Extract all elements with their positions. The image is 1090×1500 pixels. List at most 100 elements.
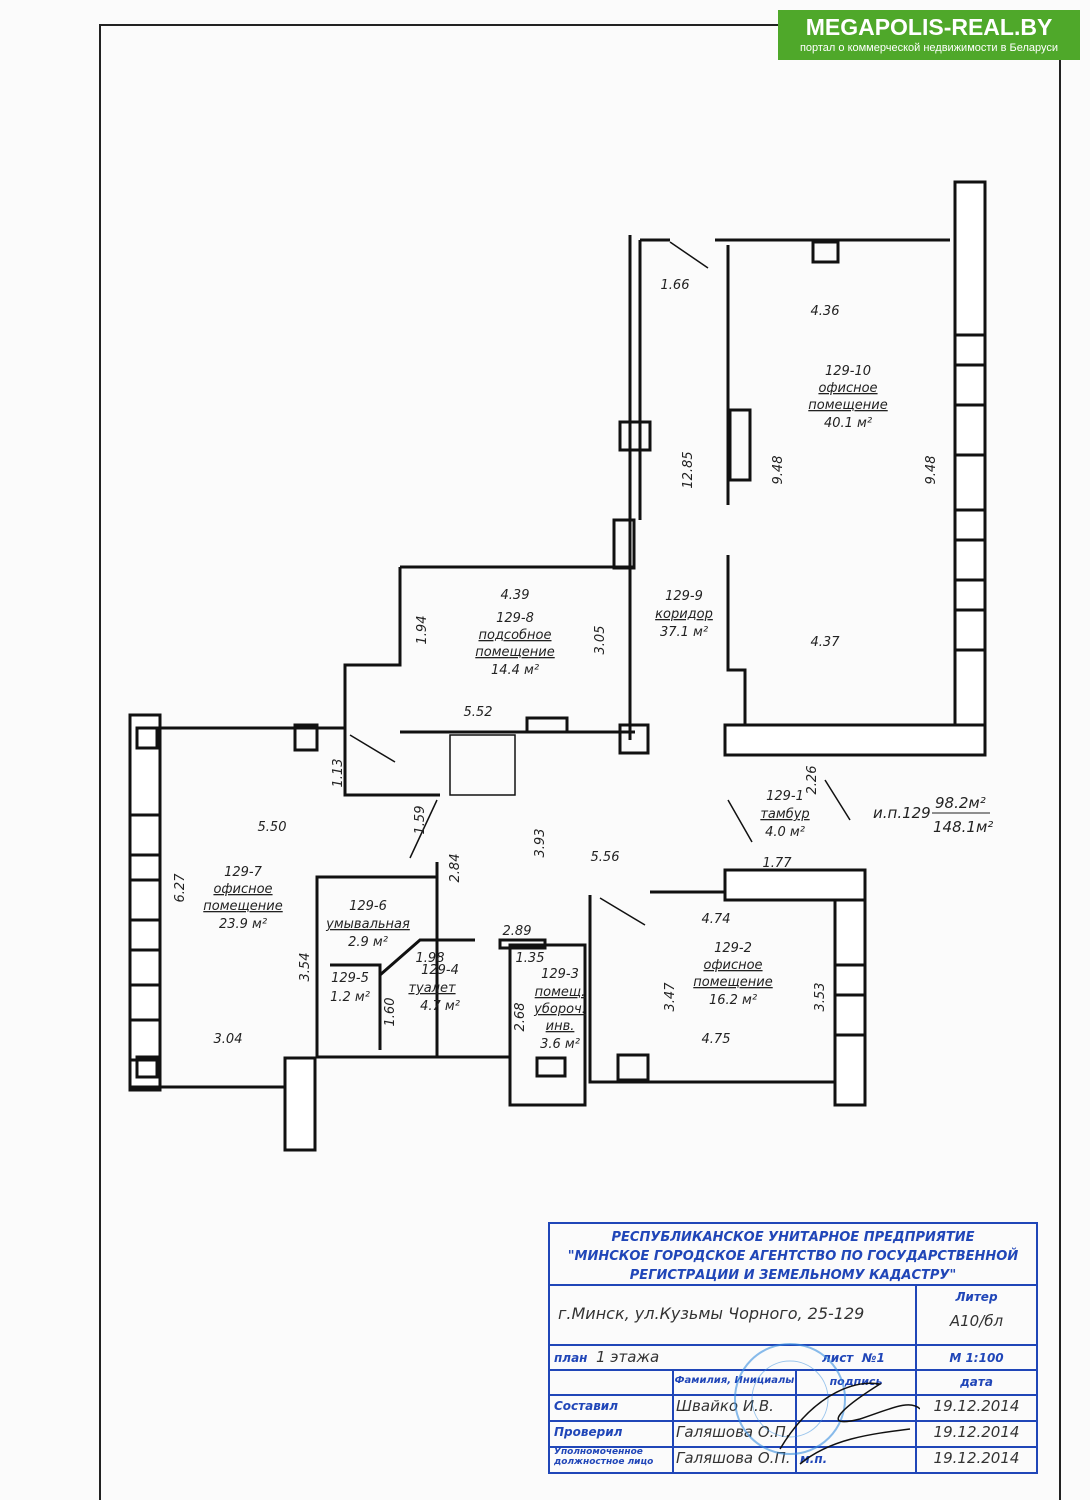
room-129-4: 129-4 туалет 4.7 м² <box>408 963 459 1014</box>
megapolis-logo[interactable]: MEGAPOLIS-REAL.BY портал о коммерческой … <box>778 10 1080 60</box>
room-area: 40.1 м² <box>824 416 872 431</box>
dimension-label: 12.85 <box>681 451 696 488</box>
row-date: 19.12.2014 <box>933 1449 1020 1467</box>
logo-subtitle: портал о коммерческой недвижимости в Бел… <box>799 42 1059 54</box>
stamp-place-label: м.п. <box>800 1452 828 1466</box>
room-area: 3.6 м² <box>540 1037 580 1052</box>
unit-label: и.п.129 <box>873 804 931 822</box>
row-role: Уполномоченное должностное лицо <box>554 1447 654 1467</box>
dimension-label: 1.66 <box>661 278 690 293</box>
divider <box>550 1446 1036 1448</box>
dimension-label: 4.39 <box>501 588 530 603</box>
org-line: "МИНСКОЕ ГОРОДСКОЕ АГЕНТСТВО ПО ГОСУДАРС… <box>567 1249 1019 1264</box>
room-name: тамбур <box>760 807 809 822</box>
dimension-label: 3.53 <box>813 983 828 1012</box>
row-role: Составил <box>554 1399 619 1413</box>
divider <box>550 1369 1036 1371</box>
row-name: Галяшова О.П. <box>676 1449 791 1467</box>
room-129-3: 129-3 помещ. убороч. инв. 3.6 м² <box>533 967 586 1052</box>
dimension-label: 1.77 <box>763 856 793 871</box>
row-date: 19.12.2014 <box>933 1423 1020 1441</box>
room-area: 4.7 м² <box>420 999 460 1014</box>
dimension-label: 9.48 <box>924 456 939 485</box>
room-area: 2.9 м² <box>348 935 388 950</box>
room-name: помещ. <box>535 985 586 1000</box>
dimension-label: 4.37 <box>811 635 841 650</box>
room-129-5: 129-5 1.2 м² <box>330 971 370 1005</box>
dimension-label: 3.04 <box>214 1032 243 1047</box>
room-name: туалет <box>408 981 456 996</box>
org-line: РЕГИСТРАЦИИ И ЗЕМЕЛЬНОМУ КАДАСТРУ" <box>629 1268 957 1283</box>
room-area: 14.4 м² <box>491 663 539 678</box>
room-name: коридор <box>655 607 713 622</box>
dimension-label: 2.84 <box>448 854 463 883</box>
room-area: 4.0 м² <box>765 825 805 840</box>
room-name: помещение <box>693 975 772 990</box>
room-area: 37.1 м² <box>660 625 708 640</box>
column-header-date: дата <box>960 1375 993 1389</box>
scale: М 1:100 <box>949 1351 1004 1365</box>
dimension-label: 1.59 <box>413 806 428 835</box>
row-role: Проверил <box>554 1425 623 1439</box>
room-name: убороч. <box>533 1002 586 1017</box>
dimension-label: 2.68 <box>513 1003 528 1032</box>
room-name: умывальная <box>325 917 410 932</box>
unit-summary: и.п.129 98.2м² 148.1м² <box>873 794 993 836</box>
room-id: 129-5 <box>331 971 369 986</box>
room-id: 129-8 <box>496 611 534 626</box>
room-area: 1.2 м² <box>330 990 370 1005</box>
dimension-label: 4.36 <box>811 304 840 319</box>
room-129-9: 129-9 коридор 37.1 м² <box>655 589 713 640</box>
room-129-2: 129-2 офисное помещение 16.2 м² <box>693 941 772 1008</box>
org-line: РЕСПУБЛИКАНСКОЕ УНИТАРНОЕ ПРЕДПРИЯТИЕ <box>611 1230 975 1245</box>
room-name: помещение <box>808 398 887 413</box>
liter-value: А10/бл <box>949 1312 1004 1330</box>
room-name: помещение <box>475 645 554 660</box>
dimensions: 1.66 4.36 12.85 9.48 9.48 4.39 1.94 3.05… <box>173 278 939 1047</box>
room-id: 129-2 <box>714 941 752 956</box>
dimension-label: 1.60 <box>383 998 398 1027</box>
dimension-label: 6.27 <box>173 873 188 903</box>
row-name: Галяшова О.П. <box>676 1423 791 1441</box>
room-name: офисное <box>703 958 762 973</box>
room-id: 129-6 <box>349 899 387 914</box>
dimension-label: 2.26 <box>805 766 820 795</box>
room-129-8: 129-8 подсобное помещение 14.4 м² <box>475 611 554 678</box>
organization-name: РЕСПУБЛИКАНСКОЕ УНИТАРНОЕ ПРЕДПРИЯТИЕ "М… <box>550 1228 1036 1285</box>
dimension-label: 2.89 <box>503 924 532 939</box>
dimension-label: 3.93 <box>533 829 548 858</box>
room-id: 129-10 <box>825 364 871 379</box>
room-129-7: 129-7 офисное помещение 23.9 м² <box>203 865 282 932</box>
dimension-label: 3.47 <box>663 982 678 1012</box>
room-129-10: 129-10 офисное помещение 40.1 м² <box>808 364 887 431</box>
dimension-label: 3.05 <box>593 626 608 655</box>
room-name: офисное <box>213 882 272 897</box>
unit-area-total: 148.1м² <box>933 818 993 836</box>
room-name: инв. <box>546 1019 575 1034</box>
dimension-label: 9.48 <box>771 456 786 485</box>
unit-area-main: 98.2м² <box>935 794 986 812</box>
dimension-label: 4.75 <box>702 1032 731 1047</box>
address: г.Минск, ул.Кузьмы Чорного, 25-129 <box>558 1304 865 1323</box>
dimension-label: 1.35 <box>516 951 545 966</box>
row-date: 19.12.2014 <box>933 1397 1020 1415</box>
dimension-label: 5.50 <box>258 820 287 835</box>
dimension-label: 3.54 <box>298 953 313 982</box>
room-129-6: 129-6 умывальная 2.9 м² <box>325 899 410 950</box>
liter-label: Литер <box>955 1290 998 1304</box>
dimension-label: 4.74 <box>702 912 731 927</box>
divider <box>550 1420 1036 1422</box>
room-name: подсобное <box>478 628 551 643</box>
room-name: помещение <box>203 899 282 914</box>
divider <box>550 1284 1036 1286</box>
sheet-frame <box>99 24 1061 1500</box>
dimension-label: 1.13 <box>331 759 346 788</box>
plan-label: план <box>554 1351 588 1365</box>
divider <box>915 1284 917 1472</box>
room-area: 16.2 м² <box>709 993 757 1008</box>
dimension-label: 5.56 <box>591 850 620 865</box>
walls <box>128 180 987 1152</box>
stamp-and-signature <box>734 1343 920 1465</box>
room-129-1: 129-1 тамбур 4.0 м² <box>760 789 809 840</box>
